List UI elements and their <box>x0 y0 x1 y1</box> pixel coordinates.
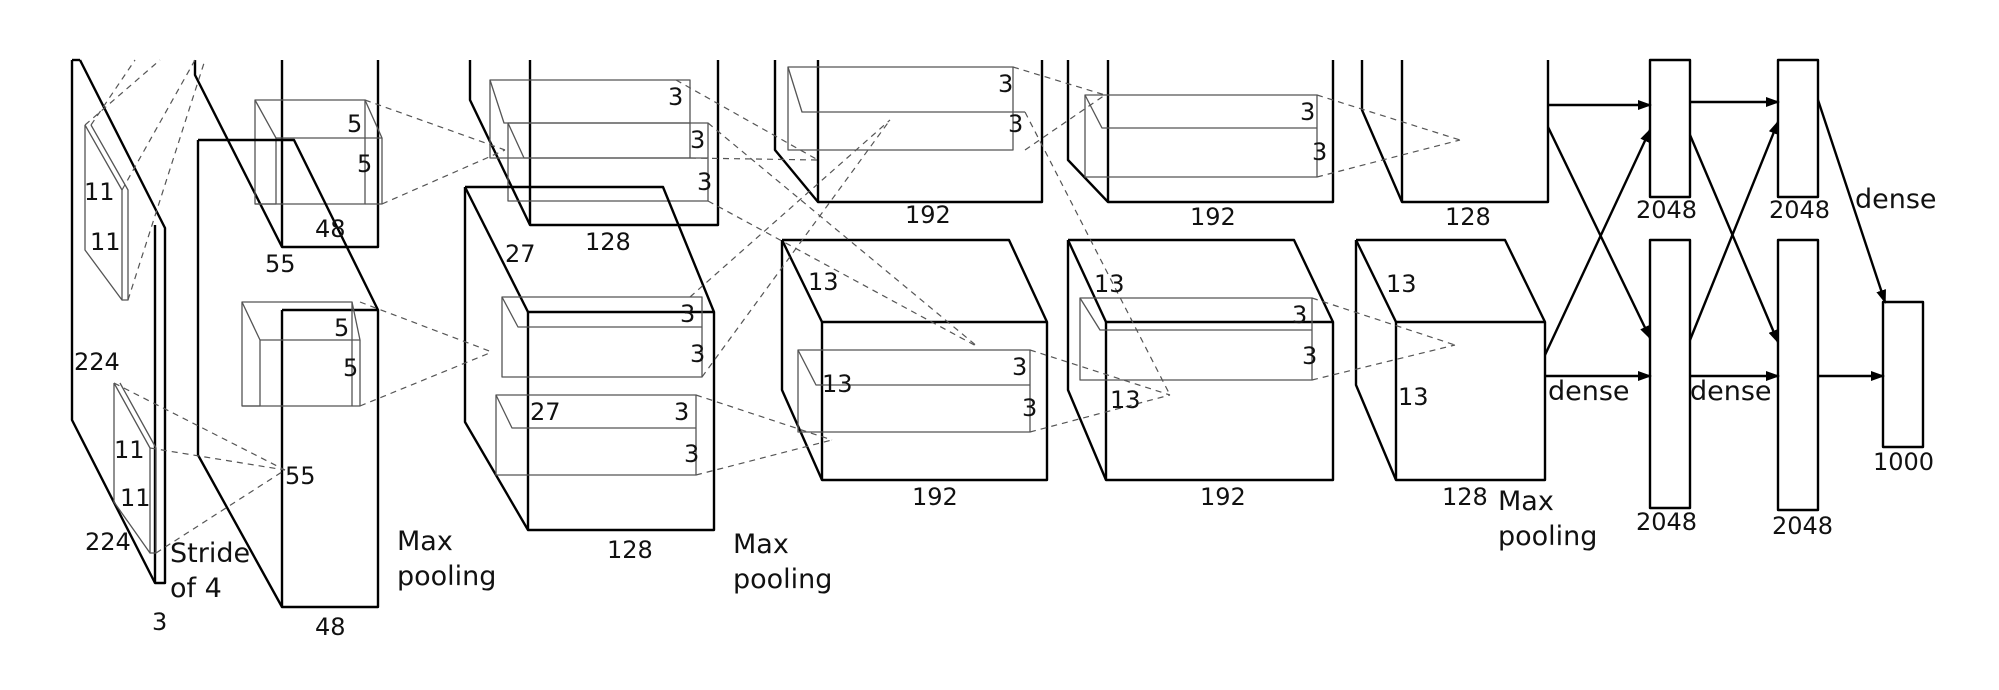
label-conv4-size-bottom: 13 <box>1110 386 1141 414</box>
label-conv2-depth-top: 128 <box>585 228 631 256</box>
label-conv2-kernel-6: 3 <box>674 398 689 426</box>
label-conv5-depth-bottom: 128 <box>1442 483 1488 511</box>
dense-arrows <box>1543 97 1887 381</box>
label-conv1-depth: 48 <box>315 613 346 641</box>
label-input-kernel-bottom-2: 11 <box>120 484 151 512</box>
label-conv5-depth-top: 128 <box>1445 203 1491 231</box>
label-maxpool2-line1: Max <box>733 529 789 560</box>
label-stride-line2: of 4 <box>170 573 222 604</box>
label-maxpool3-line1: Max <box>1498 486 1554 517</box>
label-maxpool3-line2: pooling <box>1498 521 1597 552</box>
label-input-kernel-bottom-1: 11 <box>114 436 145 464</box>
label-conv3-kernel-4: 3 <box>1022 394 1037 422</box>
label-conv4-kernel-3: 3 <box>1292 301 1307 329</box>
label-maxpool1-line1: Max <box>397 526 453 557</box>
label-input-kernel-top-2: 11 <box>90 228 121 256</box>
label-conv5-size-bottom: 13 <box>1398 383 1429 411</box>
label-conv2-kernel-5: 3 <box>690 340 705 368</box>
label-conv3-size-bottom: 13 <box>822 370 853 398</box>
label-conv2-kernel-1: 3 <box>668 83 683 111</box>
label-conv1-size-top: 55 <box>265 250 296 278</box>
connection-lines <box>84 59 1461 554</box>
conv4-volume <box>1066 60 1335 482</box>
label-fc1-top: 2048 <box>1636 196 1697 224</box>
conv2-volume <box>463 60 720 532</box>
label-conv3-kernel-3: 3 <box>1012 353 1027 381</box>
label-dense-3: dense <box>1855 184 1937 215</box>
label-conv1-kernel-4: 5 <box>343 354 358 382</box>
label-input-channels: 3 <box>152 608 167 636</box>
label-conv1-kernel-3: 5 <box>334 314 349 342</box>
label-input-height: 224 <box>74 348 120 376</box>
dense-layers <box>1648 58 1925 512</box>
label-conv1-depth-top: 48 <box>315 215 346 243</box>
label-conv4-kernel-4: 3 <box>1302 342 1317 370</box>
label-fc2-top: 2048 <box>1769 196 1830 224</box>
label-conv2-depth-bottom: 128 <box>607 536 653 564</box>
conv1-volume <box>193 60 383 609</box>
label-output: 1000 <box>1873 448 1934 476</box>
label-conv2-kernel-2: 3 <box>690 126 705 154</box>
conv5-volume <box>1354 60 1550 482</box>
label-conv1-size-bottom: 55 <box>285 462 316 490</box>
label-input-kernel-top-1: 11 <box>84 178 115 206</box>
labels: 11 11 11 11 224 224 3 Stride of 4 5 5 5 … <box>74 70 1937 641</box>
label-conv5-size-top: 13 <box>1386 270 1417 298</box>
label-conv4-size-top: 13 <box>1094 270 1125 298</box>
label-dense-1: dense <box>1548 376 1630 407</box>
label-conv4-depth-bottom: 192 <box>1200 483 1246 511</box>
label-dense-2: dense <box>1690 376 1772 407</box>
label-conv3-depth-top: 192 <box>905 201 951 229</box>
label-maxpool1-line2: pooling <box>397 561 496 592</box>
label-conv2-kernel-3: 3 <box>697 168 712 196</box>
label-conv3-size-top: 13 <box>808 268 839 296</box>
label-fc1-bottom: 2048 <box>1636 508 1697 536</box>
label-conv2-kernel-7: 3 <box>684 440 699 468</box>
label-conv3-depth-bottom: 192 <box>912 483 958 511</box>
label-fc2-bottom: 2048 <box>1772 512 1833 540</box>
label-input-width: 224 <box>85 528 131 556</box>
conv3-volume <box>773 60 1049 482</box>
label-conv4-kernel-1: 3 <box>1300 98 1315 126</box>
label-conv4-kernel-2: 3 <box>1312 138 1327 166</box>
label-conv4-depth-top: 192 <box>1190 203 1236 231</box>
label-conv3-kernel-1: 3 <box>998 70 1013 98</box>
label-conv1-kernel-2: 5 <box>357 150 372 178</box>
label-conv1-kernel-1: 5 <box>347 110 362 138</box>
label-conv3-kernel-2: 3 <box>1008 110 1023 138</box>
label-stride-line1: Stride <box>170 538 250 569</box>
label-conv2-size-top: 27 <box>505 240 536 268</box>
label-conv2-kernel-4: 3 <box>680 300 695 328</box>
label-maxpool2-line2: pooling <box>733 564 832 595</box>
label-conv2-size-bottom: 27 <box>530 398 561 426</box>
